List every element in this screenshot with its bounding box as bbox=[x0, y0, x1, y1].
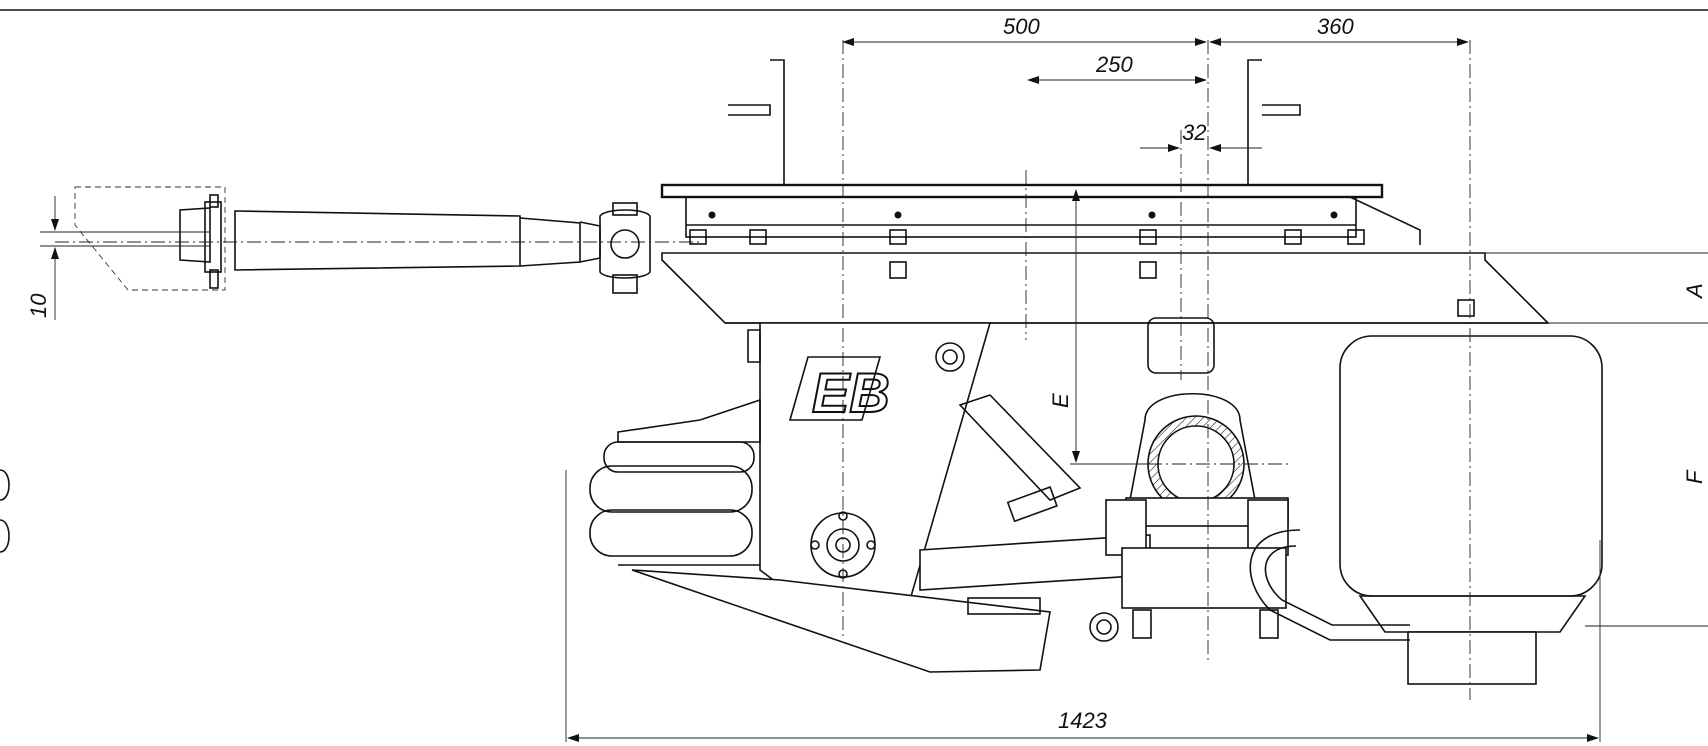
dim-label-360: 360 bbox=[1317, 14, 1354, 39]
air-line-inner bbox=[1264, 545, 1410, 626]
rivet-4 bbox=[1330, 211, 1338, 219]
dimension-10: 10 bbox=[26, 196, 210, 320]
air-spring-piston bbox=[1407, 631, 1537, 685]
bolt-1 bbox=[689, 229, 707, 245]
shock-absorber-boot bbox=[1006, 486, 1058, 523]
dim-label-a: A bbox=[1682, 283, 1707, 300]
bolt-2 bbox=[749, 229, 767, 245]
bolt-head-left-top bbox=[209, 194, 219, 208]
air-spring-assembly bbox=[1249, 335, 1603, 685]
hanger-bolt-inner bbox=[942, 349, 958, 365]
bolt-head-right-bottom bbox=[612, 274, 638, 294]
dim-label-32: 32 bbox=[1182, 120, 1206, 145]
side-bracket-right-arm bbox=[1262, 104, 1301, 116]
main-beam bbox=[661, 252, 1550, 324]
rod-eye-right-bushing bbox=[610, 229, 640, 259]
airbag-bellow-3 bbox=[589, 509, 753, 557]
bolt-6 bbox=[1347, 229, 1365, 245]
edge-fragment-upper bbox=[0, 469, 10, 501]
eye-clamp-left bbox=[204, 201, 222, 273]
bolt-7 bbox=[889, 261, 907, 279]
rivet-3 bbox=[1148, 211, 1156, 219]
dim-label-e: E bbox=[1048, 393, 1073, 408]
axle-clamp-assembly bbox=[1089, 317, 1289, 642]
air-line bbox=[1249, 529, 1410, 641]
hanger-bracket: EB bbox=[747, 322, 992, 601]
torque-rod-assembly bbox=[55, 186, 700, 294]
dim-label-1423: 1423 bbox=[1058, 708, 1108, 733]
bolt-head-left-bottom bbox=[209, 269, 219, 289]
bolt-8 bbox=[1139, 261, 1157, 279]
plate-tip bbox=[1349, 196, 1421, 245]
bolt-4 bbox=[1139, 229, 1157, 245]
dimension-500: 500 bbox=[842, 14, 1207, 46]
rod-tube-end bbox=[519, 217, 581, 267]
bolt-head-right-top bbox=[612, 202, 638, 216]
rod-eye-right bbox=[599, 209, 651, 279]
top-plate bbox=[660, 183, 1384, 199]
dimension-a: A bbox=[1485, 252, 1708, 324]
lower-pivot-bolt bbox=[1089, 612, 1119, 642]
dim-label-f: F bbox=[1682, 469, 1707, 484]
bolt-3 bbox=[889, 229, 907, 245]
air-spring-piston-top bbox=[1358, 595, 1587, 633]
axle-lower-clamp bbox=[1121, 547, 1287, 609]
dimension-360: 360 bbox=[1209, 14, 1469, 46]
lift-airbag-assembly bbox=[589, 394, 1151, 673]
side-bracket-left-arm bbox=[728, 104, 771, 116]
airbag-bellow-2 bbox=[589, 465, 753, 513]
side-bracket-right bbox=[1247, 59, 1262, 186]
hanger-tab bbox=[747, 329, 761, 363]
logo-text: EB bbox=[812, 361, 890, 424]
pivot-bolt-3 bbox=[810, 540, 820, 550]
bolt-5 bbox=[1284, 229, 1302, 245]
logo-outline bbox=[788, 356, 882, 421]
edge-fragment-lower bbox=[0, 519, 10, 553]
bolt-9 bbox=[1457, 299, 1475, 317]
trailing-arm-lower bbox=[631, 569, 1051, 673]
upper-frame-assembly bbox=[660, 59, 1550, 324]
airbag-bellow-1 bbox=[603, 441, 755, 473]
pivot-bolt-4 bbox=[866, 540, 876, 550]
air-spring-bellow bbox=[1339, 335, 1603, 597]
rod-eye-left bbox=[179, 207, 211, 263]
stop-block bbox=[967, 597, 1041, 615]
clamp-block-left bbox=[1105, 499, 1147, 556]
dimension-1423: 1423 bbox=[565, 470, 1601, 742]
dimension-f: F bbox=[1585, 469, 1708, 627]
rod-tube bbox=[234, 210, 521, 271]
shock-absorber-body bbox=[958, 394, 1082, 501]
side-bracket-left bbox=[770, 59, 785, 186]
clamp-block-right bbox=[1247, 499, 1289, 556]
dimension-32: 32 bbox=[1140, 120, 1262, 152]
dimension-e: E bbox=[1048, 189, 1150, 465]
crossmember-channel bbox=[685, 196, 1357, 238]
bracket-hidden-outline bbox=[74, 186, 226, 291]
dim-label-250: 250 bbox=[1095, 52, 1133, 77]
dim-label-10: 10 bbox=[26, 293, 51, 318]
rivet-1 bbox=[708, 211, 716, 219]
airbag-top-plate bbox=[617, 398, 761, 443]
u-bolt-nut-right bbox=[1259, 609, 1279, 639]
hanger-bolt bbox=[935, 342, 965, 372]
dimension-250: 250 bbox=[1027, 52, 1207, 84]
u-bolt-nut-left bbox=[1132, 609, 1152, 639]
rivet-2 bbox=[894, 211, 902, 219]
lower-pivot-bolt-inner bbox=[1096, 619, 1112, 635]
dim-label-500: 500 bbox=[1003, 14, 1040, 39]
